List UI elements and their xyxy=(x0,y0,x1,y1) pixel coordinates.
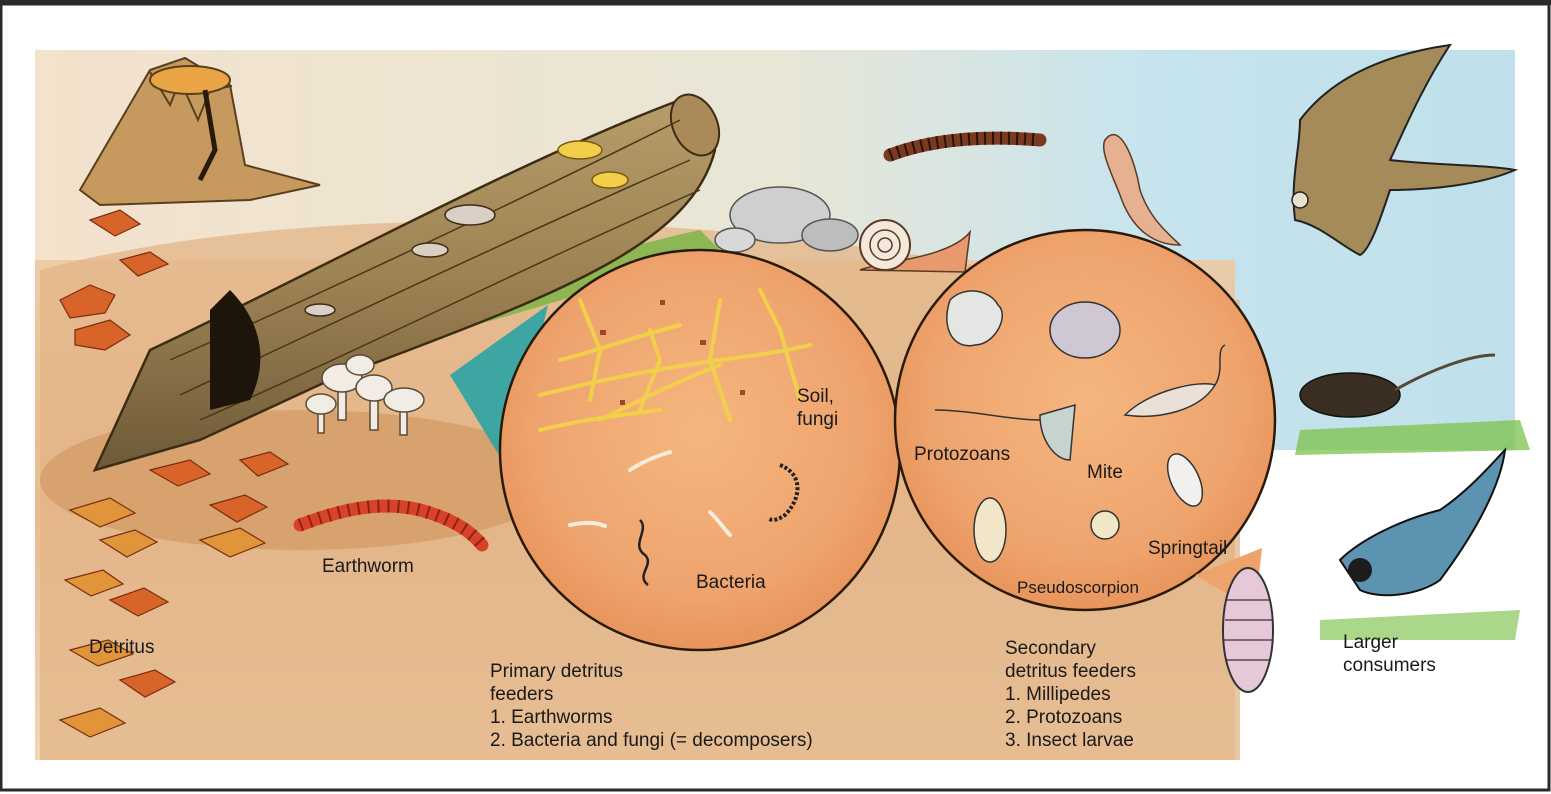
label-detritus: Detritus xyxy=(89,636,154,659)
primary-item-2: 2. Bacteria and fungi (= decomposers) xyxy=(490,729,813,752)
secondary-item-2: 2. Protozoans xyxy=(1005,706,1136,729)
bird xyxy=(1320,450,1520,640)
secondary-title-line1: Secondary xyxy=(1005,637,1136,660)
secondary-detritus-feeders-caption: Secondary detritus feeders 1. Millipedes… xyxy=(1005,637,1136,752)
primary-title-line2: feeders xyxy=(490,683,813,706)
label-soil-fungi-line2: fungi xyxy=(797,408,838,431)
label-larger-consumers-line2: consumers xyxy=(1343,654,1436,677)
label-springtail: Springtail xyxy=(1148,537,1227,560)
label-larger-consumers-line1: Larger xyxy=(1343,631,1398,654)
label-mite: Mite xyxy=(1087,461,1123,484)
secondary-item-1: 1. Millipedes xyxy=(1005,683,1136,706)
label-protozoans: Protozoans xyxy=(914,443,1010,466)
secondary-item-3: 3. Insect larvae xyxy=(1005,729,1136,752)
label-soil-fungi-line1: Soil, xyxy=(797,385,834,408)
label-earthworm: Earthworm xyxy=(322,555,414,578)
insect-larva xyxy=(1223,568,1273,692)
primary-detritus-feeders-caption: Primary detritus feeders 1. Earthworms 2… xyxy=(490,660,813,752)
primary-title-line1: Primary detritus xyxy=(490,660,813,683)
top-rule xyxy=(0,0,1551,5)
label-pseudoscorpion: Pseudoscorpion xyxy=(1017,578,1139,598)
primary-item-1: 1. Earthworms xyxy=(490,706,813,729)
label-bacteria: Bacteria xyxy=(696,571,766,594)
secondary-title-line2: detritus feeders xyxy=(1005,660,1136,683)
